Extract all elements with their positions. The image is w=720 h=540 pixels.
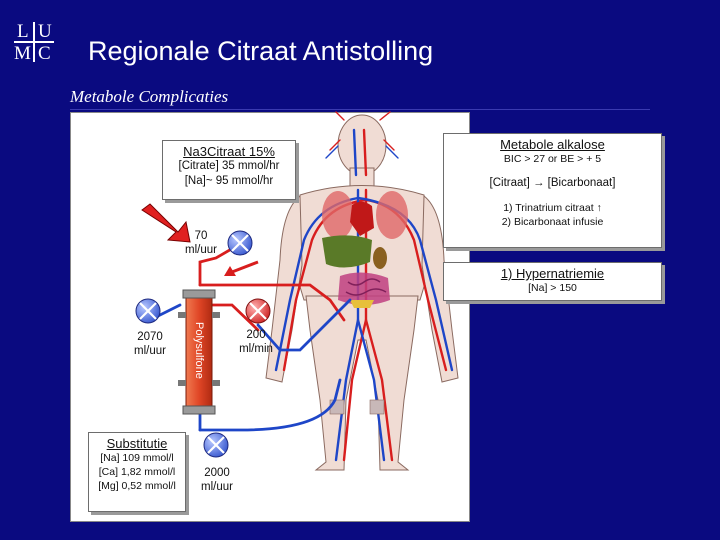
lumc-logo: L U M C — [14, 22, 56, 64]
blood-pump — [245, 298, 271, 324]
subtitle-divider — [70, 109, 650, 110]
substitution-rate-label: 2000 ml/uur — [201, 467, 233, 493]
substitutie-heading: Substitutie — [106, 436, 168, 451]
citrate-heading: Na3Citraat 15% — [183, 144, 275, 159]
knees — [329, 399, 385, 415]
logo-letter-u: U — [38, 21, 52, 42]
liver — [322, 235, 372, 268]
left-lung — [322, 191, 354, 239]
citrate-rate-label: 70 ml/uur — [185, 230, 217, 256]
page-subtitle: Metabole Complicaties — [70, 87, 229, 106]
logo-letter-c: C — [38, 43, 51, 64]
organs — [322, 191, 408, 308]
page-title: Regionale Citraat Antistolling — [88, 36, 434, 66]
hypernatriemie-heading: 1) Hypernatriemie — [500, 266, 605, 281]
sodium-rate: [Na]~ 95 mmol/hr — [184, 175, 274, 187]
alkalose-criteria: BIC > 27 or BE > + 5 — [503, 153, 602, 165]
logo-letter-m: M — [14, 43, 31, 64]
substitutie-sodium: [Na] 109 mmol/l — [100, 452, 174, 464]
hypernatriemie-threshold: [Na] > 150 — [528, 282, 577, 294]
filter-label: Polysulfone — [193, 322, 205, 379]
citraat-bicarbonaat-relation: [Citraat] → [Bicarbonaat] — [489, 177, 616, 189]
substitutie-info-box: Substitutie [Na] 109 mmol/l [Ca] 1,82 mm… — [88, 432, 186, 512]
alkalose-cause-1: 1) Trinatrium citraat ↑ — [503, 202, 602, 214]
alkalose-cause-2: 2) Bicarbonaat infusie — [501, 216, 604, 228]
alkalose-heading: Metabole alkalose — [500, 137, 605, 152]
filter-polysulfone — [178, 289, 220, 415]
substitutie-magnesium: [Mg] 0,52 mmol/l — [98, 480, 176, 492]
logo-letter-l: L — [17, 21, 29, 42]
bladder — [350, 300, 374, 308]
citrate-inflow-arrow — [141, 203, 191, 243]
alkalose-info-box: Metabole alkalose BIC > 27 or BE > + 5 [… — [443, 133, 662, 248]
substitution-pump — [203, 432, 229, 458]
kidney — [373, 247, 387, 269]
filtrate-rate-label: 2070 ml/uur — [134, 331, 166, 357]
heart — [350, 201, 374, 236]
citrate-concentration: [Citrate] 35 mmol/hr — [178, 160, 280, 172]
right-lung — [376, 191, 408, 239]
hypernatriemie-info-box: 1) Hypernatriemie [Na] > 150 — [443, 262, 662, 301]
filtrate-pump — [135, 298, 161, 324]
blood-rate-label: 200 ml/min — [239, 329, 273, 355]
citrate-info-box: Na3Citraat 15% [Citrate] 35 mmol/hr [Na]… — [162, 140, 296, 200]
citrate-pump — [227, 230, 253, 256]
substitutie-calcium: [Ca] 1,82 mmol/l — [98, 466, 176, 478]
